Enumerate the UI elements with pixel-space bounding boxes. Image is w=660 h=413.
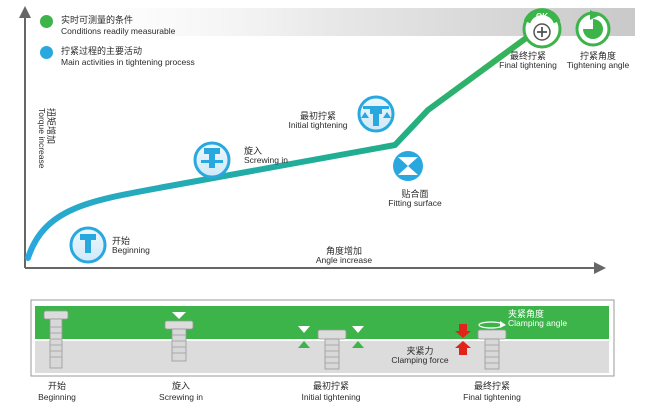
clamping-angle-label: 夹紧角度 Clamping angle xyxy=(508,309,567,329)
label-final-en: Final tightening xyxy=(499,60,557,71)
x-axis-label: 角度增加 Angle increase xyxy=(316,246,372,266)
legend-measurable-en: Conditions readily measurable xyxy=(61,26,176,36)
bottom-stage-final-en: Final tightening xyxy=(463,392,521,402)
bottom-stage-final: 最终拧紧 Final tightening xyxy=(463,379,521,402)
label-angle-cn: 拧紧角度 xyxy=(579,51,617,61)
bottom-stage-screwing: 旋入 Screwing in xyxy=(159,379,203,402)
tightening-angle-icon xyxy=(575,10,611,47)
bottom-stage-beginning-en: Beginning xyxy=(38,392,76,402)
green-dot-icon xyxy=(40,15,53,28)
y-axis-arrow xyxy=(19,6,31,18)
label-angle: 拧紧角度 Tightening angle xyxy=(567,51,630,71)
label-beginning-cn: 开始 xyxy=(112,236,131,246)
label-screwing: 旋入 Screwing in xyxy=(244,146,288,166)
x-axis-label-cn: 角度增加 xyxy=(325,246,363,256)
label-final-cn: 最终拧紧 xyxy=(509,51,546,61)
bolt-screwing xyxy=(164,312,194,362)
label-beginning-en: Beginning xyxy=(112,245,150,256)
label-fitting-cn: 贴合面 xyxy=(401,189,429,199)
fitting-surface-icon xyxy=(393,151,423,181)
clamping-force-label: 夹紧力 Clamping force xyxy=(391,346,448,366)
screwing-icon xyxy=(193,141,231,179)
legend-activities-cn: 拧紧过程的主要活动 xyxy=(61,46,143,56)
clamping-angle-cn: 夹紧角度 xyxy=(508,309,545,319)
legend-measurable-cn: 实时可测量的条件 xyxy=(61,15,134,25)
legend-activities: 拧紧过程的主要活动 Main activities in tightening … xyxy=(40,44,195,67)
bottom-stage-initial-cn: 最初拧紧 xyxy=(312,381,350,391)
bottom-stage-initial: 最初拧紧 Initial tightening xyxy=(301,379,360,402)
bottom-stage-beginning-cn: 开始 xyxy=(47,381,66,391)
bottom-stage-initial-en: Initial tightening xyxy=(301,392,361,402)
bottom-stage-beginning: 开始 Beginning xyxy=(38,379,76,402)
label-final: 最终拧紧 Final tightening xyxy=(499,51,557,71)
torque-angle-diagram: OK xyxy=(19,6,635,274)
label-initial: 最初拧紧 Initial tightening xyxy=(288,111,347,131)
label-fitting: 贴合面 Fitting surface xyxy=(388,189,441,209)
bolt-initial xyxy=(298,326,364,370)
bottom-stage-screwing-en: Screwing in xyxy=(159,392,203,402)
blue-dot-icon xyxy=(40,46,53,59)
legend-measurable: 实时可测量的条件 Conditions readily measurable xyxy=(40,13,175,36)
bolt-beginning xyxy=(43,310,69,369)
y-axis-label-en: Torque increase xyxy=(36,108,47,169)
ok-badge-text: OK xyxy=(536,12,548,21)
label-initial-cn: 最初拧紧 xyxy=(299,111,337,121)
beginning-icon xyxy=(69,226,107,264)
clamping-force-cn: 夹紧力 xyxy=(406,346,434,356)
label-beginning: 开始 Beginning xyxy=(112,236,150,256)
x-axis-label-en: Angle increase xyxy=(315,255,373,266)
final-tightening-ok-icon xyxy=(522,8,562,49)
y-axis-label: 扭矩增加 Torque increase xyxy=(36,108,56,168)
label-initial-en: Initial tightening xyxy=(288,120,348,131)
bolt-final xyxy=(455,321,507,370)
gray-plate xyxy=(35,341,609,373)
label-angle-en: Tightening angle xyxy=(566,60,630,71)
label-screwing-en: Screwing in xyxy=(244,155,288,166)
torque-curve xyxy=(25,19,551,261)
x-axis-arrow xyxy=(594,262,606,274)
initial-tightening-icon xyxy=(357,95,395,133)
clamping-angle-en: Clamping angle xyxy=(508,318,568,329)
bottom-stage-screwing-cn: 旋入 xyxy=(171,381,190,391)
label-fitting-en: Fitting surface xyxy=(388,198,442,209)
bottom-stage-final-cn: 最终拧紧 xyxy=(473,381,510,391)
label-screwing-cn: 旋入 xyxy=(244,146,263,156)
y-axis-label-cn: 扭矩增加 xyxy=(46,108,56,145)
legend-activities-en: Main activities in tightening process xyxy=(61,57,195,67)
clamping-force-en: Clamping force xyxy=(391,355,449,366)
